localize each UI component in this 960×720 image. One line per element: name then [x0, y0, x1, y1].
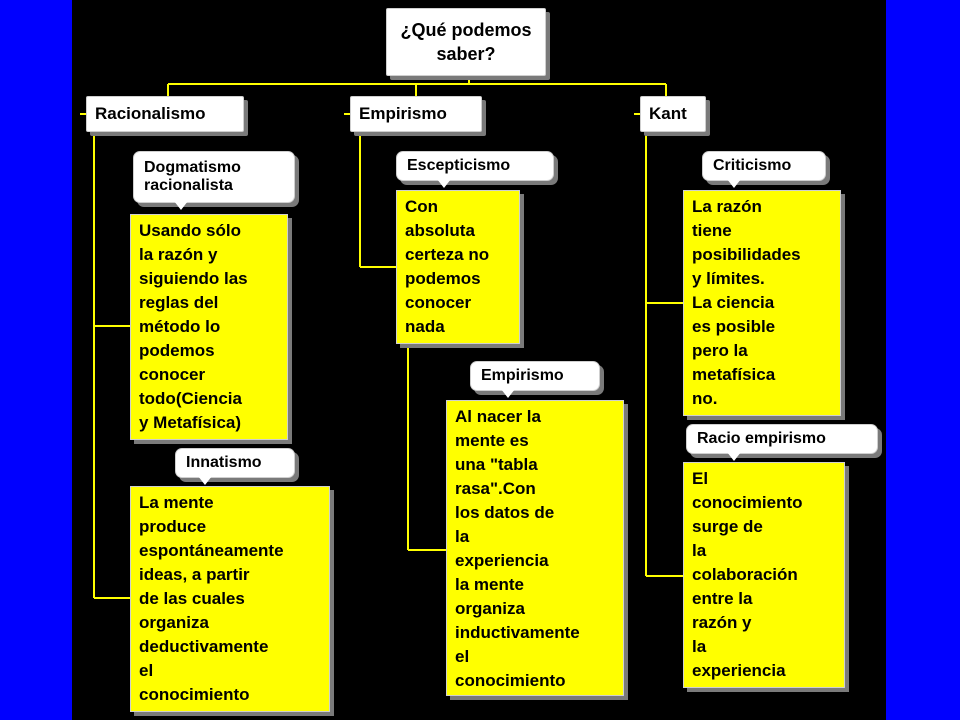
content-criticismo: La razón tiene posibilidades y límites. …: [683, 190, 841, 416]
branch-header-racionalismo: Racionalismo: [86, 96, 244, 132]
callout-tail: [198, 476, 212, 485]
content-escepticismo: Con absoluta certeza no podemos conocer …: [396, 190, 520, 344]
label-text: Dogmatismo racionalista: [144, 159, 241, 194]
branch-header-empirismo: Empirismo: [350, 96, 482, 132]
title-box: ¿Qué podemos saber?: [386, 8, 546, 76]
content-racio-empirismo: El conocimiento surge de la colaboración…: [683, 462, 845, 688]
label-innatismo: Innatismo: [175, 448, 295, 485]
content-innatismo: La mente produce espontáneamente ideas, …: [130, 486, 330, 712]
content-dogmatismo-racionalista: Usando sólo la razón y siguiendo las reg…: [130, 214, 288, 440]
branch-header-kant: Kant: [640, 96, 706, 132]
callout-tail: [727, 452, 741, 461]
label-criticismo: Criticismo: [702, 151, 826, 188]
label-dogmatismo-racionalista: Dogmatismo racionalista: [133, 151, 295, 210]
label-empirismo: Empirismo: [470, 361, 600, 398]
callout-tail: [174, 201, 188, 210]
label-text: Racio empirismo: [697, 430, 826, 447]
label-escepticismo: Escepticismo: [396, 151, 554, 188]
label-text: Criticismo: [713, 157, 792, 174]
callout-tail: [727, 179, 741, 188]
callout-tail: [501, 389, 515, 398]
label-text: Escepticismo: [407, 157, 511, 174]
label-text: Empirismo: [481, 367, 564, 384]
callout-tail: [437, 179, 451, 188]
label-racio-empirismo: Racio empirismo: [686, 424, 878, 461]
label-text: Innatismo: [186, 454, 262, 471]
content-empirismo: Al nacer la mente es una "tabla rasa".Co…: [446, 400, 624, 696]
